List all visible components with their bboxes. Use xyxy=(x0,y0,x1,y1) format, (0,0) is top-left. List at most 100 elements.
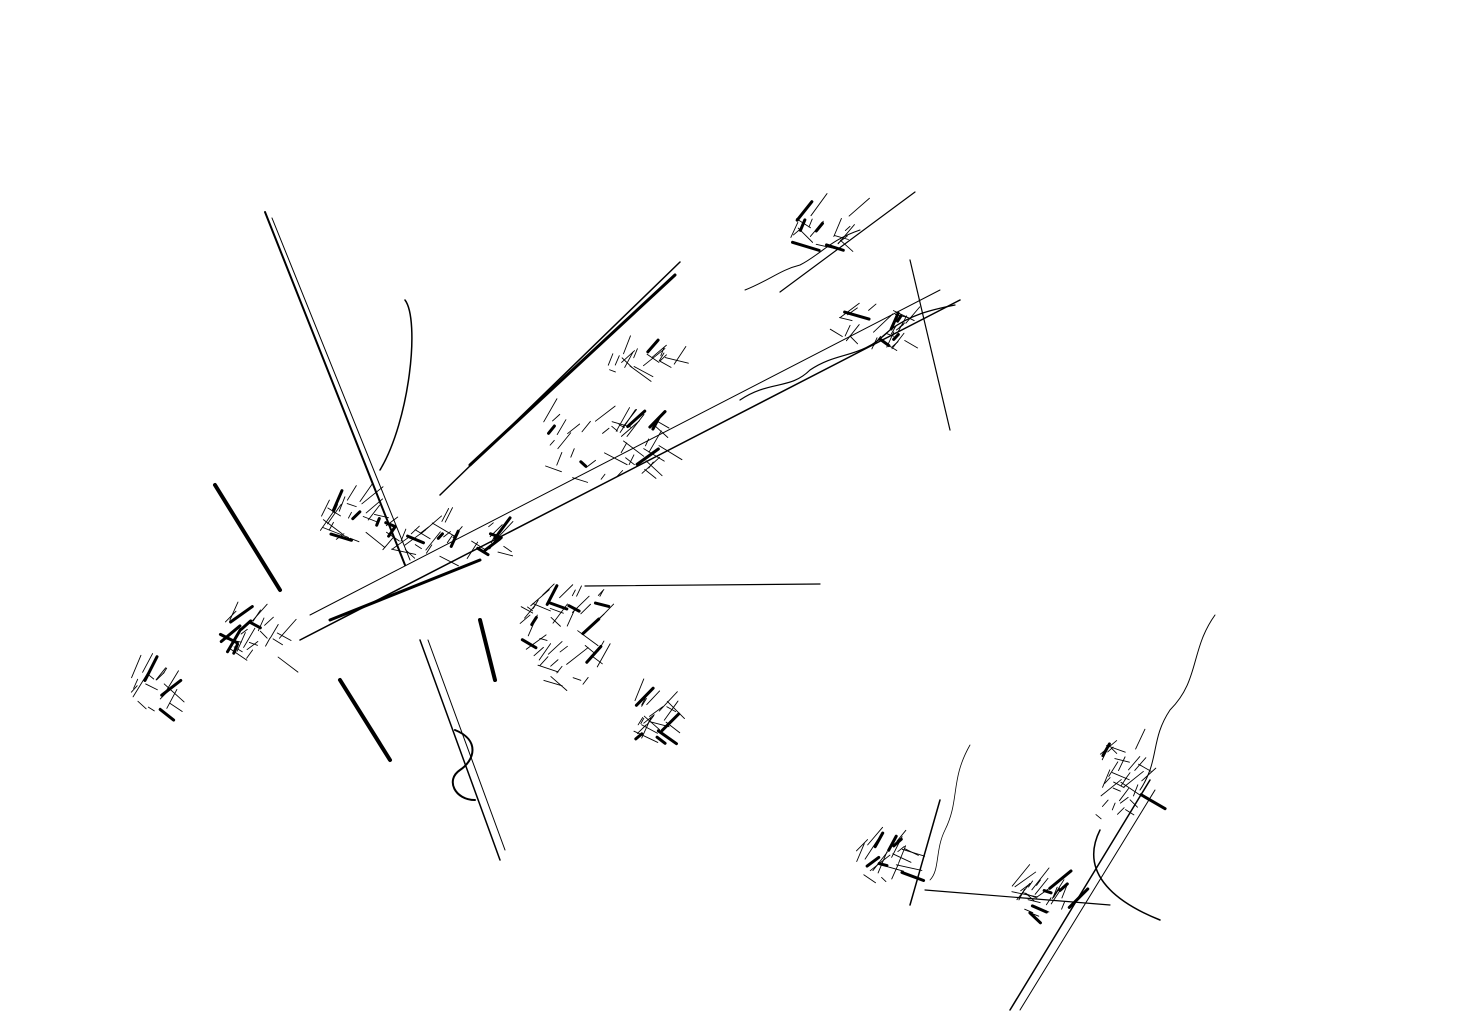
hatch-mark xyxy=(543,398,558,423)
hatch-mark xyxy=(321,499,330,517)
hatch-mark xyxy=(133,678,139,689)
hatch-mark xyxy=(626,409,647,429)
hatch-mark xyxy=(137,700,147,710)
hatch-mark xyxy=(1113,781,1125,789)
hatch-mark xyxy=(623,440,645,457)
hatch-mark xyxy=(1028,880,1034,888)
hatch-mark xyxy=(572,677,582,681)
hatch-mark xyxy=(1101,799,1109,807)
br-curve xyxy=(1093,829,1161,921)
hatch-mark xyxy=(1053,887,1060,898)
hatch-mark xyxy=(643,714,655,724)
hatch-mark xyxy=(900,870,926,882)
hatch-mark xyxy=(1119,796,1129,804)
hatch-mark xyxy=(1133,784,1139,797)
hatch-mark xyxy=(616,470,624,477)
hatch-mark xyxy=(420,515,443,535)
hatch-mark xyxy=(579,460,588,468)
hatch-mark xyxy=(644,468,657,479)
hatch-mark xyxy=(441,508,450,522)
hatch-mark xyxy=(248,641,258,646)
hatch-mark xyxy=(571,595,590,613)
hatch-mark xyxy=(1119,788,1130,802)
lower-diagonal-stroke-2 xyxy=(427,639,506,851)
hatch-mark xyxy=(1118,756,1126,772)
hatch-mark xyxy=(533,646,544,657)
hatch-mark xyxy=(899,322,906,328)
hatch-mark xyxy=(549,439,555,446)
hatch-mark xyxy=(600,473,606,480)
hatch-mark xyxy=(609,369,616,373)
hatch-mark xyxy=(896,314,903,323)
hatch-mark xyxy=(795,200,814,222)
hatch-mark xyxy=(856,843,865,862)
hatch-mark xyxy=(1112,787,1121,792)
hatch-mark xyxy=(1100,779,1122,797)
hatch-mark xyxy=(829,328,843,337)
hatch-mark xyxy=(889,311,900,331)
hatch-mark xyxy=(640,717,645,725)
hatch-mark xyxy=(1120,781,1141,796)
hatch-mark xyxy=(446,535,453,544)
hatch-mark xyxy=(335,533,345,540)
hatch-mark xyxy=(520,638,538,650)
hatch-mark xyxy=(844,225,851,231)
hatch-mark xyxy=(1014,871,1037,888)
hatch-mark xyxy=(659,354,667,362)
hatch-mark xyxy=(634,678,645,702)
hatch-mark xyxy=(156,672,165,681)
hatch-mark xyxy=(1111,772,1130,781)
hatch-mark xyxy=(611,425,618,432)
hatch-mark xyxy=(891,332,905,350)
hatch-mark xyxy=(439,555,459,567)
hatch-mark xyxy=(891,341,899,348)
hatch-mark xyxy=(349,537,360,543)
hatch-mark xyxy=(642,348,666,367)
hatch-mark xyxy=(277,656,299,673)
hatch-mark xyxy=(239,619,253,631)
hatch-clusters xyxy=(130,193,1167,925)
hatch-mark xyxy=(1024,908,1034,914)
hatch-mark xyxy=(160,678,183,697)
hatch-mark xyxy=(1141,767,1157,782)
long-vertical-stroke xyxy=(264,211,406,566)
hatch-mark xyxy=(894,313,909,318)
hatch-mark xyxy=(248,620,262,630)
hatch-mark xyxy=(232,642,240,655)
hatch-mark xyxy=(547,424,556,435)
hatch-mark xyxy=(169,702,183,712)
hatch-mark xyxy=(243,627,256,648)
hatch-mark xyxy=(629,365,652,382)
hatch-mark xyxy=(226,638,242,643)
hatch-mark xyxy=(891,836,903,858)
hatch-mark xyxy=(798,218,807,232)
hatch-mark xyxy=(367,504,381,521)
hatch-mark xyxy=(1107,746,1114,753)
hatch-mark xyxy=(651,416,661,431)
hatch-mark xyxy=(166,670,179,691)
hatch-mark xyxy=(635,447,660,466)
hatch-mark xyxy=(519,614,531,624)
hatch-mark xyxy=(1028,911,1042,925)
hatch-mark xyxy=(878,339,898,351)
hatch-mark xyxy=(386,531,400,542)
hatch-mark xyxy=(658,691,678,712)
hatch-mark xyxy=(361,486,384,505)
hatch-mark xyxy=(633,730,659,743)
hatch-mark xyxy=(1052,886,1058,899)
hatch-mark xyxy=(867,826,884,846)
hatch-mark xyxy=(391,537,409,550)
hatch-mark xyxy=(466,541,479,559)
hatch-mark xyxy=(414,544,422,550)
hatch-mark xyxy=(1034,877,1049,895)
hatch-mark xyxy=(585,644,603,664)
hatch-mark xyxy=(414,529,431,540)
hatch-mark xyxy=(572,477,589,483)
hatch-mark xyxy=(148,674,155,680)
hatch-mark xyxy=(444,507,453,523)
short-thick-bar xyxy=(338,678,392,762)
hatch-mark xyxy=(1104,777,1111,784)
hatch-mark xyxy=(567,604,581,613)
hatch-mark xyxy=(873,313,894,333)
